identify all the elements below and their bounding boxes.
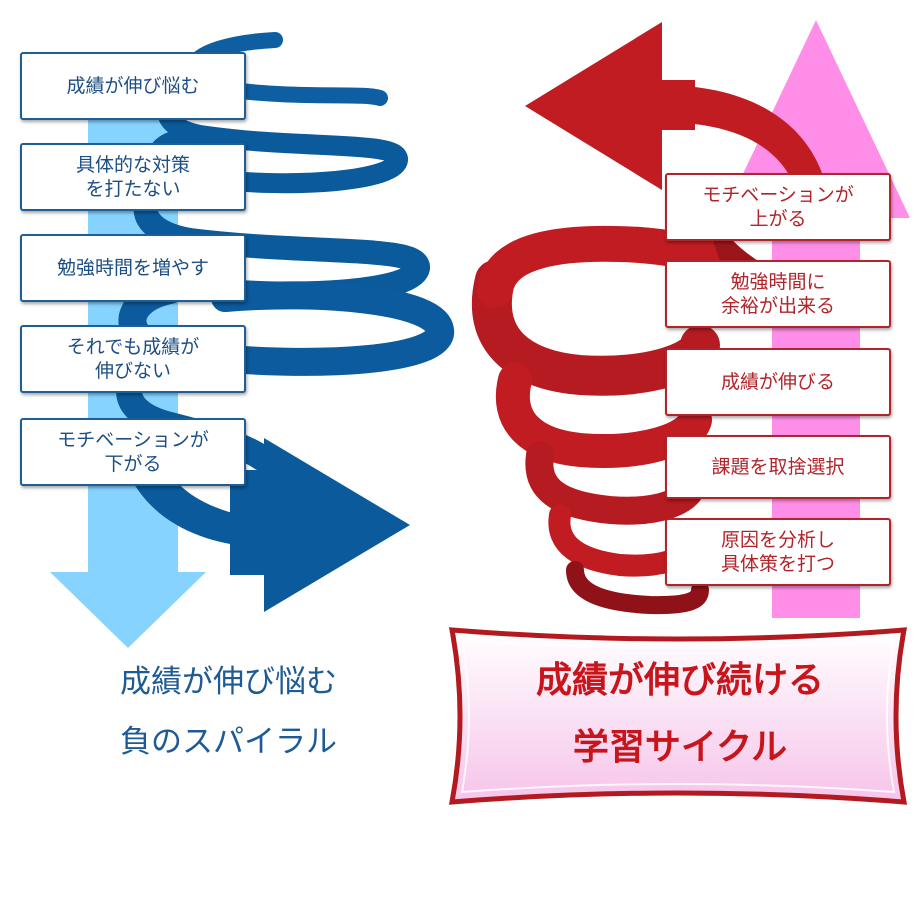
banner-title-line-2: 学習サイクル <box>572 727 788 768</box>
negative-step-2: 具体的な対策 を打たない <box>20 143 246 211</box>
negative-step-3: 勉強時間を増やす <box>20 234 246 302</box>
negative-caption-line-2: 負のスパイラル <box>120 724 337 760</box>
negative-caption-line-1: 成績が伸び悩む <box>120 664 337 700</box>
banner-title-line-1: 成績が伸び続ける <box>535 660 824 701</box>
positive-step-2: 勉強時間に 余裕が出来る <box>665 260 891 328</box>
positive-step-1: モチベーションが 上がる <box>665 173 891 241</box>
banner-shape <box>448 627 908 805</box>
negative-step-5: モチベーションが 下がる <box>20 418 246 486</box>
positive-step-3: 成績が伸びる <box>665 348 891 416</box>
positive-arrow <box>525 22 830 262</box>
positive-step-4: 課題を取捨選択 <box>665 435 891 499</box>
negative-step-4: それでも成績が 伸びない <box>20 325 246 393</box>
negative-step-1: 成績が伸び悩む <box>20 52 246 120</box>
positive-step-5: 原因を分析し 具体策を打つ <box>665 518 891 586</box>
